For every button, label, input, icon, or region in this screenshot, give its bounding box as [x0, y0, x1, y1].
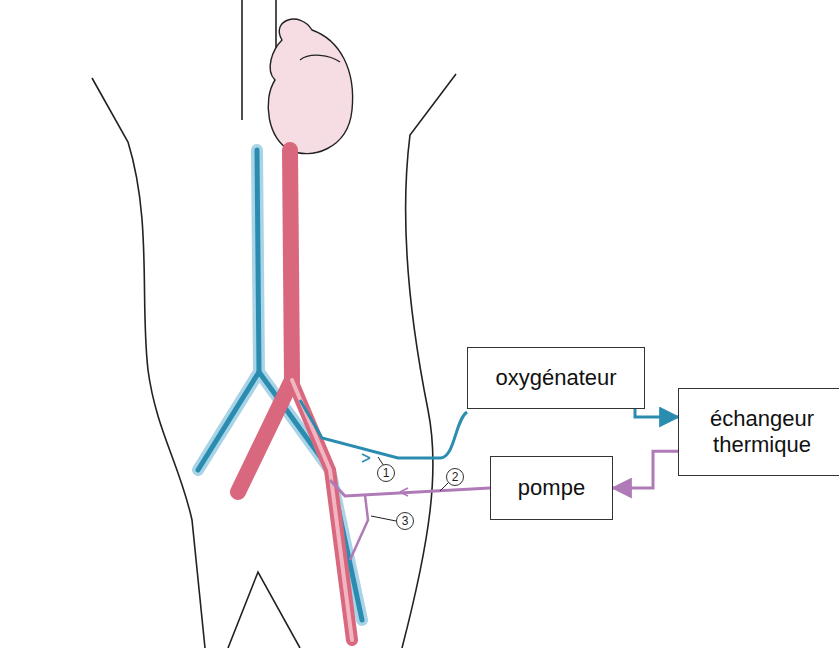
right-contour: [402, 74, 456, 648]
reperfusion-cannula-3: [350, 495, 368, 560]
oxygenator-box: oxygénateur: [467, 347, 645, 409]
neck-left: [241, 0, 243, 120]
aorta: [238, 150, 292, 492]
flow-arrow: [362, 454, 370, 462]
box-label: échangeur thermique: [679, 406, 839, 459]
tube-connector: [635, 409, 678, 417]
vena-cava: [198, 150, 259, 470]
arterial-cannula-2: [330, 480, 490, 496]
body-outline: [92, 0, 456, 648]
heart: [268, 19, 352, 154]
artery-highlight: [292, 380, 352, 640]
groin: [228, 572, 300, 648]
leader: [440, 483, 448, 491]
arteries: [238, 150, 352, 640]
box-label: pompe: [518, 475, 585, 501]
tube-connector: [613, 451, 678, 488]
venous-cannula-1: [300, 400, 467, 458]
pump-box: pompe: [490, 456, 613, 520]
heat-exchanger-box: échangeur thermique: [678, 388, 839, 476]
left-contour: [92, 78, 205, 648]
flow-arrow: [400, 488, 408, 496]
callout-number: 2: [446, 468, 464, 486]
iliac-artery: [292, 380, 352, 640]
leader: [371, 516, 396, 521]
heart-vessel: [300, 55, 340, 62]
callout-number: 3: [396, 512, 414, 530]
vein-halo: [198, 150, 259, 470]
callout-number: 1: [377, 464, 395, 482]
box-label: oxygénateur: [495, 365, 616, 391]
